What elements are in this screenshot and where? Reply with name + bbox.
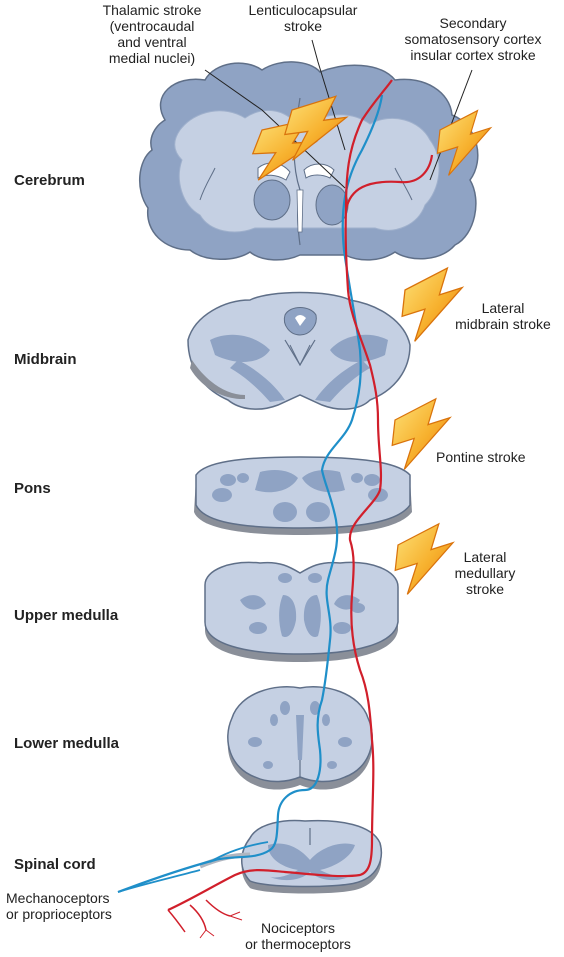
- region-label-lower-medulla: Lower medulla: [14, 735, 119, 752]
- annotation-cortex-stroke: Secondary somatosensory cortex insular c…: [385, 15, 561, 63]
- annotation-mechanoceptors: Mechanoceptors or proprioceptors: [6, 890, 166, 922]
- annotation-nociceptors: Nociceptors or thermoceptors: [228, 920, 368, 952]
- lower-medulla-section: [228, 687, 372, 790]
- upper-medulla-section: [205, 562, 398, 662]
- midbrain-section: [188, 293, 410, 410]
- region-label-midbrain: Midbrain: [14, 351, 77, 368]
- annotation-midbrain-stroke: Lateral midbrain stroke: [448, 300, 558, 332]
- annotation-thalamic-stroke: Thalamic stroke (ventrocaudal and ventra…: [82, 2, 222, 66]
- pons-section: [194, 457, 412, 535]
- region-label-pons: Pons: [14, 480, 51, 497]
- annotation-pontine-stroke: Pontine stroke: [436, 449, 560, 465]
- cerebrum-section: [140, 62, 478, 260]
- annotation-lenticulocapsular-stroke: Lenticulocapsular stroke: [240, 2, 366, 34]
- region-label-cerebrum: Cerebrum: [14, 172, 85, 189]
- annotation-medullary-stroke: Lateral medullary stroke: [440, 549, 530, 597]
- region-label-spinal-cord: Spinal cord: [14, 856, 96, 873]
- region-label-upper-medulla: Upper medulla: [14, 607, 118, 624]
